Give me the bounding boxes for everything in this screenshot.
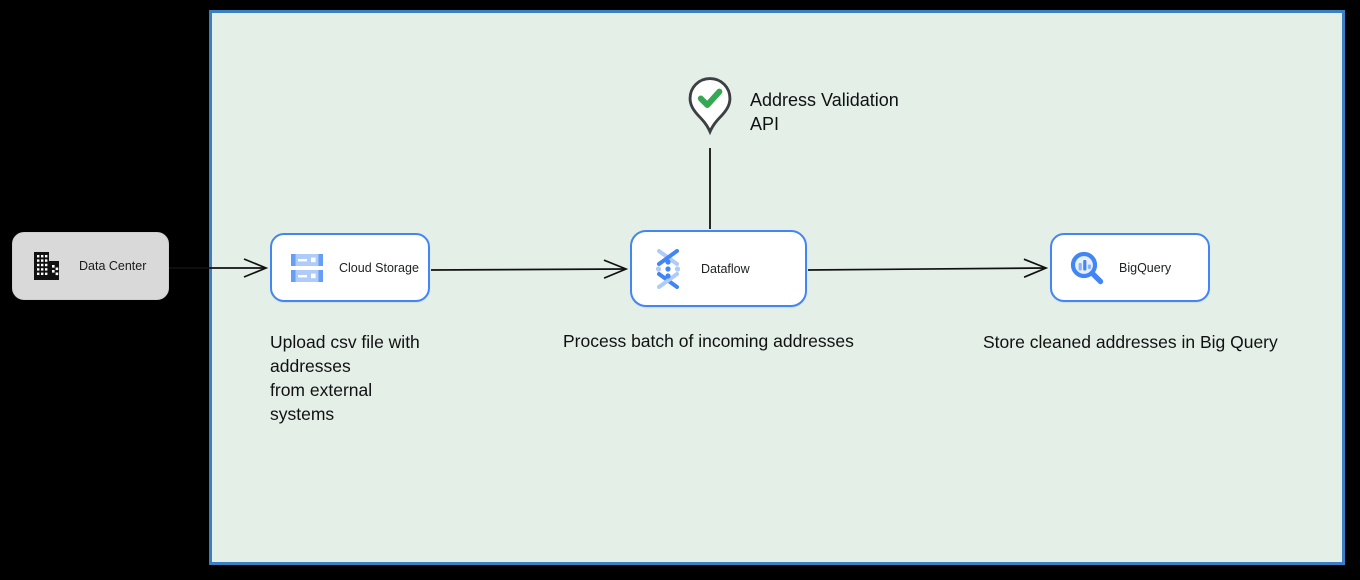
storage-buckets-icon: [289, 251, 325, 285]
api-marker-label: Address Validation API: [750, 90, 899, 134]
building-icon: [28, 248, 64, 284]
node-cloud-storage[interactable]: Cloud Storage: [270, 233, 430, 302]
node-label: Data Center: [79, 259, 147, 273]
node-label: BigQuery: [1119, 260, 1172, 275]
caption-cloud-storage: Upload csv file with addresses from exte…: [270, 332, 420, 424]
caption-bigquery: Store cleaned addresses in Big Query: [983, 332, 1278, 352]
node-bigquery[interactable]: BigQuery: [1050, 233, 1210, 302]
map-pin-check-icon: [687, 76, 733, 136]
node-label: Dataflow: [701, 261, 750, 276]
node-data-center[interactable]: Data Center: [12, 232, 169, 300]
node-label: Cloud Storage: [339, 260, 419, 275]
node-dataflow[interactable]: Dataflow: [630, 230, 807, 307]
caption-dataflow: Process batch of incoming addresses: [563, 331, 854, 351]
magnifier-chart-icon: [1069, 250, 1105, 286]
dataflow-pipeline-icon: [649, 248, 687, 290]
